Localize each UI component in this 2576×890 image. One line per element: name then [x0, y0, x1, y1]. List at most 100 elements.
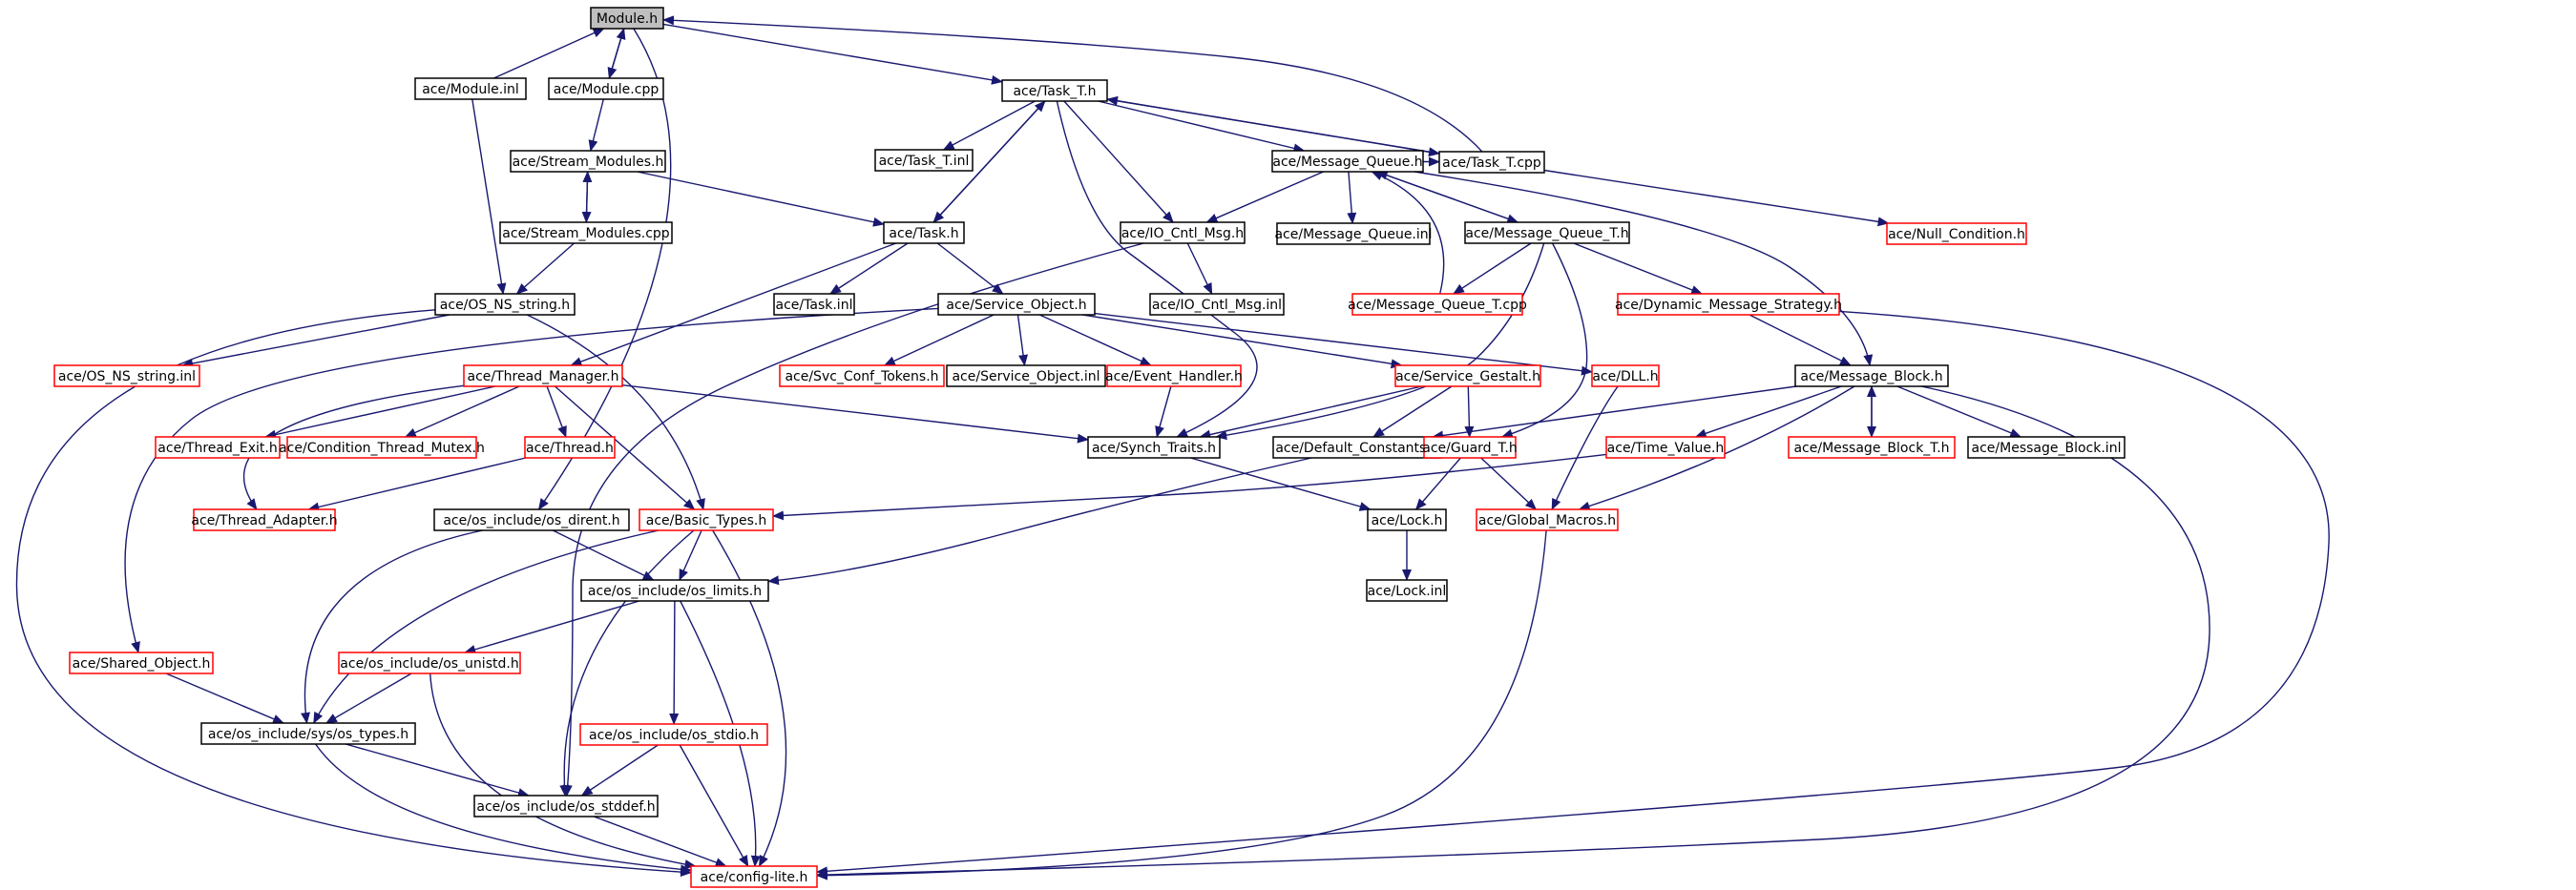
edge-thread_h-to-thread_adapter_h	[307, 457, 526, 512]
node-stream-modules-h[interactable]: ace/Stream_Modules.h	[510, 150, 666, 173]
node-io-cntl-msg-inl[interactable]: ace/IO_Cntl_Msg.inl	[1149, 293, 1285, 316]
node-sys-os-types-h[interactable]: ace/os_include/sys/os_types.h	[200, 722, 416, 745]
edge-message_block_h-to-time_value_h	[1694, 385, 1842, 439]
node-task-t-inl[interactable]: ace/Task_T.inl	[874, 149, 974, 172]
edge-thread_manager_h-to-thread_adapter_h	[242, 384, 465, 510]
edge-module_h-to-module_cpp	[607, 28, 625, 79]
edge-os_limits_h-to-os_stdio_h	[669, 600, 680, 725]
node-label: ace/Condition_Thread_Mutex.h	[279, 441, 485, 456]
node-message-queue-t-h[interactable]: ace/Message_Queue_T.h	[1464, 221, 1630, 244]
node-label: ace/Message_Queue.h	[1272, 155, 1422, 170]
node-io-cntl-msg-h[interactable]: ace/IO_Cntl_Msg.h	[1120, 221, 1246, 244]
edge-synch_traits_h-to-lock_h	[1190, 457, 1372, 511]
node-message-queue-inl[interactable]: ace/Message_Queue.inl	[1274, 222, 1433, 245]
node-thread-adapter-h[interactable]: ace/Thread_Adapter.h	[191, 508, 338, 531]
node-dynamic-message-strategy-h[interactable]: ace/Dynamic_Message_Strategy.h	[1615, 293, 1842, 316]
node-lock-inl[interactable]: ace/Lock.inl	[1366, 579, 1448, 602]
node-box	[1591, 364, 1660, 387]
node-label: ace/os_include/sys/os_types.h	[208, 727, 408, 742]
node-lock-h[interactable]: ace/Lock.h	[1367, 508, 1447, 531]
node-box	[874, 149, 974, 172]
node-message-block-t-h[interactable]: ace/Message_Block_T.h	[1788, 436, 1956, 459]
node-message-queue-h[interactable]: ace/Message_Queue.h	[1271, 150, 1424, 173]
node-os-unistd-h[interactable]: ace/os_include/os_unistd.h	[338, 652, 521, 674]
node-stream-modules-cpp[interactable]: ace/Stream_Modules.cpp	[499, 221, 673, 244]
node-box	[1423, 436, 1517, 459]
edge-message_block_h-to-message_block_inl	[1896, 385, 2022, 438]
node-thread-exit-h[interactable]: ace/Thread_Exit.h	[155, 436, 281, 459]
edge-sys_os_types_h-to-os_stddef_h	[345, 743, 530, 797]
node-condition-thread-mutex-h[interactable]: ace/Condition_Thread_Mutex.h	[279, 436, 485, 459]
edge-default_constants_h-to-os_limits_h	[767, 457, 1312, 586]
node-label: ace/Module.cpp	[554, 82, 660, 97]
edge-task_t_cpp-to-null_condition_h	[1543, 169, 1890, 227]
edge-thread_manager_h-to-condition_thread_mutex_h	[404, 385, 520, 438]
node-os-stddef-h[interactable]: ace/os_include/os_stddef.h	[473, 795, 659, 818]
node-task-h[interactable]: ace/Task.h	[883, 221, 965, 244]
node-box	[1001, 79, 1108, 102]
node-global-macros-h[interactable]: ace/Global_Macros.h	[1476, 508, 1619, 531]
node-thread-manager-h[interactable]: ace/Thread_Manager.h	[463, 364, 623, 387]
node-message-block-h[interactable]: ace/Message_Block.h	[1794, 364, 1949, 387]
node-label: ace/Module.inl	[422, 82, 519, 97]
node-synch-traits-h[interactable]: ace/Synch_Traits.h	[1087, 436, 1221, 459]
node-label: ace/Message_Block_T.h	[1793, 441, 1949, 456]
node-guard-t-h[interactable]: ace/Guard_T.h	[1422, 436, 1518, 459]
node-service-object-inl[interactable]: ace/Service_Object.inl	[946, 364, 1106, 387]
edge-service_object_h-to-svc_conf_tokens_h	[883, 314, 995, 366]
node-thread-h[interactable]: ace/Thread.h	[524, 436, 616, 459]
node-shared-object-h[interactable]: ace/Shared_Object.h	[69, 652, 214, 674]
edge-message_queue_h-to-message_queue_inl	[1347, 171, 1357, 224]
node-box	[690, 865, 818, 888]
node-basic-types-h[interactable]: ace/Basic_Types.h	[639, 508, 774, 531]
node-box	[639, 508, 774, 531]
node-box	[1366, 579, 1448, 602]
node-label: ace/Event_Handler.h	[1105, 369, 1243, 384]
node-service-gestalt-h[interactable]: ace/Service_Gestalt.h	[1394, 364, 1541, 387]
node-message-queue-t-cpp[interactable]: ace/Message_Queue_T.cpp	[1348, 293, 1527, 316]
node-box	[473, 795, 659, 818]
node-message-block-inl[interactable]: ace/Message_Block.inl	[1967, 436, 2126, 459]
node-box	[338, 652, 521, 674]
edge-task_t_cpp-to-task_t_h	[1106, 95, 1440, 155]
node-config-lite-h[interactable]: ace/config-lite.h	[690, 865, 818, 888]
node-label: ace/Synch_Traits.h	[1092, 441, 1216, 456]
node-box	[1967, 436, 2126, 459]
node-label: ace/Dynamic_Message_Strategy.h	[1615, 298, 1842, 313]
node-os-limits-h[interactable]: ace/os_include/os_limits.h	[580, 579, 769, 602]
edge-message_block_h-to-global_macros_h	[1578, 385, 1855, 511]
node-box	[1351, 293, 1523, 316]
node-label: ace/os_include/os_limits.h	[588, 584, 762, 599]
node-label: ace/Message_Block.inl	[1972, 441, 2122, 456]
node-task-t-h[interactable]: ace/Task_T.h	[1001, 79, 1108, 102]
node-event-handler-h[interactable]: ace/Event_Handler.h	[1105, 364, 1243, 387]
edge-task_t_h-to-synch_traits_h	[1056, 100, 1258, 438]
node-box	[1605, 436, 1726, 459]
node-time-value-h[interactable]: ace/Time_Value.h	[1605, 436, 1726, 459]
node-service-object-h[interactable]: ace/Service_Object.h	[937, 293, 1096, 316]
node-label: ace/Stream_Modules.cpp	[502, 226, 669, 241]
edge-message_queue_t_h-to-message_queue_h	[1375, 171, 1518, 223]
node-box	[590, 7, 664, 30]
node-module-inl[interactable]: ace/Module.inl	[414, 77, 527, 100]
node-task-t-cpp[interactable]: ace/Task_T.cpp	[1438, 151, 1545, 174]
edge-dynamic_message_strategy_h-to-message_block_h	[1749, 314, 1852, 366]
node-dll-h[interactable]: ace/DLL.h	[1591, 364, 1660, 387]
node-label: ace/Service_Gestalt.h	[1395, 369, 1540, 384]
edge-message_queue_t_h-to-dynamic_message_strategy_h	[1573, 242, 1704, 295]
node-os-stdio-h[interactable]: ace/os_include/os_stdio.h	[579, 723, 768, 746]
node-svc-conf-tokens-h[interactable]: ace/Svc_Conf_Tokens.h	[779, 364, 945, 387]
edge-module_inl-to-module_h	[493, 28, 605, 79]
edge-task_h-to-task_t_h	[932, 100, 1046, 223]
node-task-inl[interactable]: ace/Task.inl	[773, 293, 855, 316]
node-os-ns-string-h[interactable]: ace/OS_NS_string.h	[434, 293, 576, 316]
edge-guard_t_h-to-global_macros_h	[1480, 457, 1538, 510]
node-default-constants-h[interactable]: ace/Default_Constants.h	[1272, 436, 1442, 459]
node-os-ns-string-inl[interactable]: ace/OS_NS_string.inl	[53, 364, 200, 387]
node-null-condition-h[interactable]: ace/Null_Condition.h	[1886, 222, 2027, 245]
node-box	[1794, 364, 1949, 387]
node-module-cpp[interactable]: ace/Module.cpp	[548, 77, 664, 100]
node-label: ace/Service_Object.inl	[952, 369, 1100, 384]
edge-os_dirent_h-to-os_limits_h	[552, 529, 655, 581]
node-os-dirent-h[interactable]: ace/os_include/os_dirent.h	[433, 508, 630, 531]
